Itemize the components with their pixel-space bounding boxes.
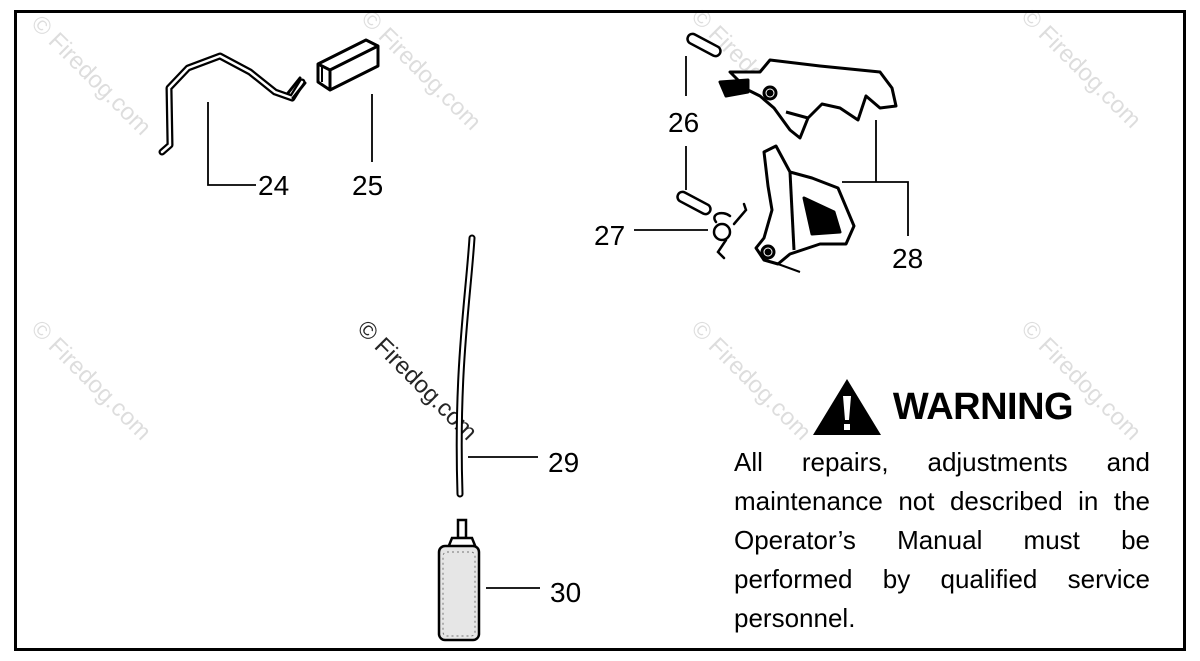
part-24-rod bbox=[158, 52, 307, 156]
leader-24 bbox=[207, 102, 256, 186]
callout-29: 29 bbox=[548, 447, 579, 478]
part-25-sleeve bbox=[316, 38, 380, 92]
callout-28: 28 bbox=[892, 243, 923, 274]
watermark: © Firedog.com bbox=[356, 5, 487, 136]
diagram-frame bbox=[14, 10, 1186, 651]
callout-30: 30 bbox=[550, 577, 581, 608]
watermark: © Firedog.com bbox=[1016, 3, 1147, 134]
part-28-throttle-lock bbox=[718, 58, 898, 273]
watermark: © Firedog.com bbox=[26, 315, 157, 446]
part-30-fuel-filter bbox=[437, 518, 481, 642]
callouts: 24 25 26 27 28 29 30 bbox=[258, 107, 923, 608]
callout-25: 25 bbox=[352, 170, 383, 201]
part-26-pins bbox=[676, 32, 722, 216]
watermark: © Firedog.com bbox=[26, 10, 157, 141]
callout-27: 27 bbox=[594, 220, 625, 251]
part-29-hose bbox=[455, 234, 476, 498]
warning-text: All repairs, adjustments and maintenance… bbox=[734, 447, 1150, 633]
warning-title: WARNING bbox=[892, 385, 1074, 428]
warning-triangle-icon bbox=[812, 379, 881, 435]
callout-26: 26 bbox=[668, 107, 699, 138]
warning-header: WARNING bbox=[734, 372, 1150, 442]
leader-28 bbox=[842, 120, 909, 236]
part-27-spring bbox=[712, 202, 748, 260]
leader-lines bbox=[207, 56, 909, 589]
warning-notice: WARNING All repairs, adjustments and mai… bbox=[734, 372, 1150, 638]
callout-24: 24 bbox=[258, 170, 289, 201]
